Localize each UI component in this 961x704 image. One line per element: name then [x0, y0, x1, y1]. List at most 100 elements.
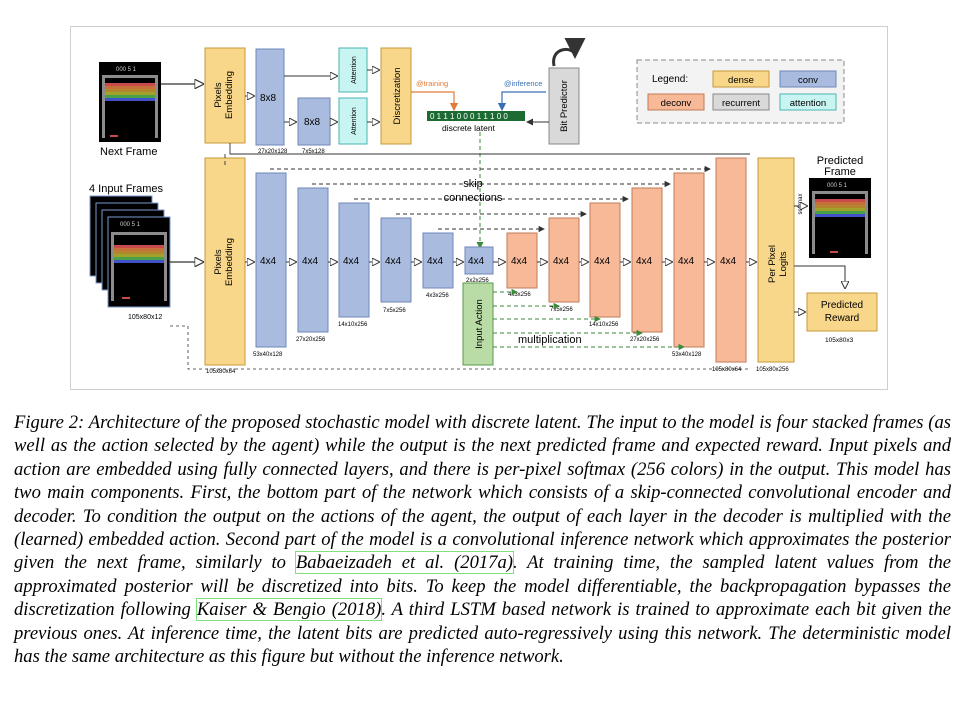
- input-dims-label: 105x80x12: [128, 314, 162, 321]
- svg-text:8x8: 8x8: [260, 93, 277, 104]
- svg-text:attention: attention: [790, 98, 826, 109]
- svg-text:14x10x256: 14x10x256: [589, 322, 619, 328]
- svg-text:7x5x256: 7x5x256: [550, 307, 573, 313]
- legend-swatch-recurrent: [712, 93, 770, 111]
- svg-text:000 5 1: 000 5 1: [116, 67, 137, 73]
- decoder-deconv-2: [548, 217, 580, 303]
- multiplication-arrows: [493, 288, 685, 351]
- encoder-conv-6: [464, 246, 494, 275]
- svg-text:4x4: 4x4: [302, 256, 319, 267]
- svg-text:000 5 1: 000 5 1: [120, 222, 141, 228]
- decoder-deconv-4: [631, 187, 663, 333]
- legend-title: Legend:: [652, 74, 688, 85]
- svg-text:105x80x64: 105x80x64: [712, 367, 742, 373]
- svg-text:Input Action: Input Action: [474, 299, 485, 349]
- figure-caption: Figure 2: Architecture of the proposed s…: [14, 411, 951, 668]
- attention-block-b: [338, 97, 368, 145]
- svg-text:4x4: 4x4: [427, 256, 444, 267]
- decoder-deconv-1: [506, 232, 538, 289]
- svg-text:4x4: 4x4: [468, 256, 485, 267]
- svg-text:Bit Predictor: Bit Predictor: [559, 80, 570, 132]
- bottom-pixels-embedding-label: PixelsEmbedding: [213, 238, 235, 286]
- decoder-deconv-3: [589, 202, 621, 318]
- svg-text:Discretization: Discretization: [392, 67, 403, 124]
- latent-bits: 0 1 1 1 0 0 0 1 1 1 0 0: [427, 111, 525, 121]
- caption-part-2: . At training time, the sampled latent v…: [14, 552, 951, 621]
- legend-swatch-conv: [779, 70, 837, 88]
- svg-text:dense: dense: [728, 75, 754, 86]
- svg-text:2x2x256: 2x2x256: [466, 278, 489, 284]
- citation-babaeizadeh[interactable]: Babaeizadeh et al. (2017a): [294, 551, 514, 575]
- discrete-latent-label: discrete latent: [442, 123, 496, 133]
- svg-text:8x8: 8x8: [304, 117, 321, 128]
- svg-text:4x4: 4x4: [678, 256, 695, 267]
- encoder: 4x4 53x40x128 4x4 27x20x256 4x4 14x10x25…: [253, 172, 494, 358]
- legend: Legend: dense conv deconv recurrent atte…: [636, 59, 845, 124]
- svg-text:recurrent: recurrent: [722, 98, 760, 109]
- softmax-label: softmax: [798, 193, 804, 214]
- svg-text:105x80x256: 105x80x256: [756, 367, 789, 373]
- encoder-conv-3: [338, 202, 370, 318]
- input-frames-label: 4 Input Frames: [89, 183, 163, 195]
- per-pixel-logits-block: [757, 157, 795, 363]
- at-inference-label: @inference: [504, 79, 542, 88]
- at-training-label: @training: [416, 79, 448, 88]
- multiplication-label: multiplication: [518, 334, 582, 346]
- caption-part-1: Figure 2: Architecture of the proposed s…: [14, 412, 951, 574]
- svg-text:7x5x256: 7x5x256: [383, 308, 406, 314]
- top-pixels-embedding-block: [204, 47, 246, 144]
- encoder-conv-5: [422, 232, 454, 289]
- legend-swatch-attention: [779, 93, 837, 111]
- svg-text:53x40x128: 53x40x128: [253, 352, 283, 358]
- svg-text:4x3x256: 4x3x256: [508, 292, 531, 298]
- caption-part-3: . A third LSTM based network is trained …: [14, 599, 951, 668]
- svg-text:14x10x256: 14x10x256: [338, 322, 368, 328]
- input-frames-image: 000 5 1: [89, 195, 171, 308]
- svg-text:Attention: Attention: [351, 107, 358, 135]
- svg-text:Attention: Attention: [351, 56, 358, 84]
- bottom-pixels-embedding-block: [204, 157, 246, 366]
- inference-conv-8x8-a: [255, 48, 285, 146]
- next-frame-label: Next Frame: [100, 146, 157, 158]
- svg-text:4x4: 4x4: [385, 256, 402, 267]
- input-action-block: [462, 282, 494, 366]
- discretization-block: [380, 47, 412, 145]
- decoder: 4x4 4x3x256 4x4 7x5x256 4x4 14x10x256 4x…: [506, 157, 747, 373]
- svg-text:4x4: 4x4: [636, 256, 653, 267]
- predicted-reward-block: [806, 292, 878, 332]
- svg-text:deconv: deconv: [661, 98, 692, 109]
- recurrent-loop-arrow: [552, 37, 586, 67]
- svg-text:0 1 1 1 0 0 0 1 1 1 0 0: 0 1 1 1 0 0 0 1 1 1 0 0: [430, 112, 508, 121]
- predicted-frame-image: 000 5 1: [809, 178, 871, 258]
- svg-text:7x5x128: 7x5x128: [302, 149, 325, 155]
- svg-text:000 5 1: 000 5 1: [827, 183, 848, 189]
- legend-swatch-deconv: [647, 93, 705, 111]
- svg-text:105x80x3: 105x80x3: [825, 337, 854, 344]
- skip-connections: [224, 143, 750, 233]
- svg-text:27x20x256: 27x20x256: [296, 337, 326, 343]
- bit-predictor-block: [548, 67, 580, 145]
- svg-text:conv: conv: [798, 75, 818, 86]
- svg-text:4x4: 4x4: [260, 256, 277, 267]
- per-pixel-logits-label: Per PixelLogits: [767, 245, 789, 283]
- architecture-figure: 000 5 1 Next Frame 4 Input Frames 000 5 …: [70, 26, 888, 390]
- encoder-conv-1: [255, 172, 287, 348]
- svg-text:27x20x256: 27x20x256: [630, 337, 660, 343]
- citation-kaiser-bengio[interactable]: Kaiser & Bengio (2018): [195, 598, 383, 622]
- svg-text:4x3x256: 4x3x256: [426, 293, 449, 299]
- svg-text:4x4: 4x4: [511, 256, 528, 267]
- decoder-deconv-6: [715, 157, 747, 363]
- next-frame-image: 000 5 1: [99, 62, 161, 142]
- svg-text:4x4: 4x4: [553, 256, 570, 267]
- attention-block-a: [338, 47, 368, 93]
- svg-text:53x40x128: 53x40x128: [672, 352, 702, 358]
- svg-text:105x80x64: 105x80x64: [206, 369, 236, 375]
- svg-text:4x4: 4x4: [343, 256, 360, 267]
- decoder-deconv-5: [673, 172, 705, 348]
- svg-text:4x4: 4x4: [720, 256, 737, 267]
- encoder-conv-2: [297, 187, 329, 333]
- legend-swatch-dense: [712, 70, 770, 88]
